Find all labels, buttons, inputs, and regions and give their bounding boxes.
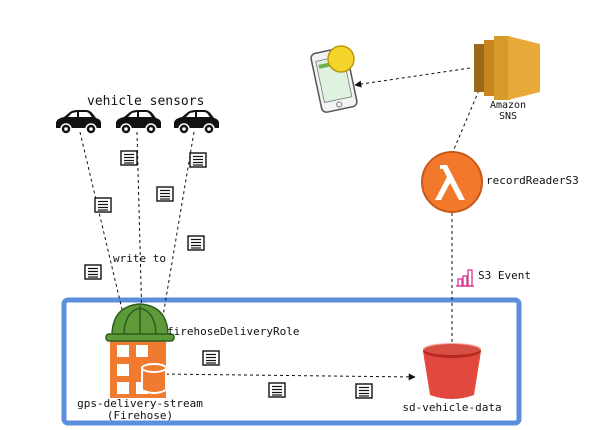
boundary-box	[61, 297, 522, 426]
s3-bucket-icon	[423, 343, 481, 399]
car-icon	[173, 109, 220, 135]
car-icon	[115, 109, 162, 135]
write-to-label: write to	[113, 252, 166, 265]
sns-icon	[474, 36, 540, 100]
stream-name-label: gps-delivery-stream	[77, 397, 203, 410]
document-icon	[189, 152, 207, 168]
sns-label-line2: SNS	[498, 111, 518, 122]
document-icon	[187, 235, 205, 251]
firehose-icon	[110, 338, 167, 398]
document-icon	[202, 350, 220, 366]
sns-label-line1: Amazon	[489, 100, 527, 111]
sensor-line-right	[161, 131, 195, 323]
helmet-icon	[105, 303, 175, 342]
bucket-label: sd-vehicle-data	[402, 401, 502, 414]
car-icon	[55, 109, 102, 135]
sns-to-phone-arrow	[354, 67, 471, 88]
document-icon	[120, 150, 138, 166]
document-icon	[355, 383, 373, 399]
s3-event-icon	[456, 269, 474, 287]
lambda-to-sns-arrow	[451, 75, 486, 155]
firehose-to-bucket-arrow	[159, 373, 416, 381]
delivery-role-label: firehoseDeliveryRole	[167, 325, 300, 338]
document-icon	[268, 382, 286, 398]
phone-icon	[310, 45, 358, 113]
document-icon	[94, 197, 112, 213]
vehicle-sensors-label: vehicle sensors	[87, 94, 205, 109]
s3-event-label: S3 Event	[478, 269, 531, 282]
document-icon	[84, 264, 102, 280]
sensor-line-left	[79, 131, 126, 323]
sensor-line-center	[136, 131, 143, 323]
document-icon	[156, 186, 174, 202]
lambda-icon	[421, 151, 483, 213]
stream-type-label: (Firehose)	[106, 409, 174, 422]
lambda-name-label: recordReaderS3	[486, 174, 579, 187]
